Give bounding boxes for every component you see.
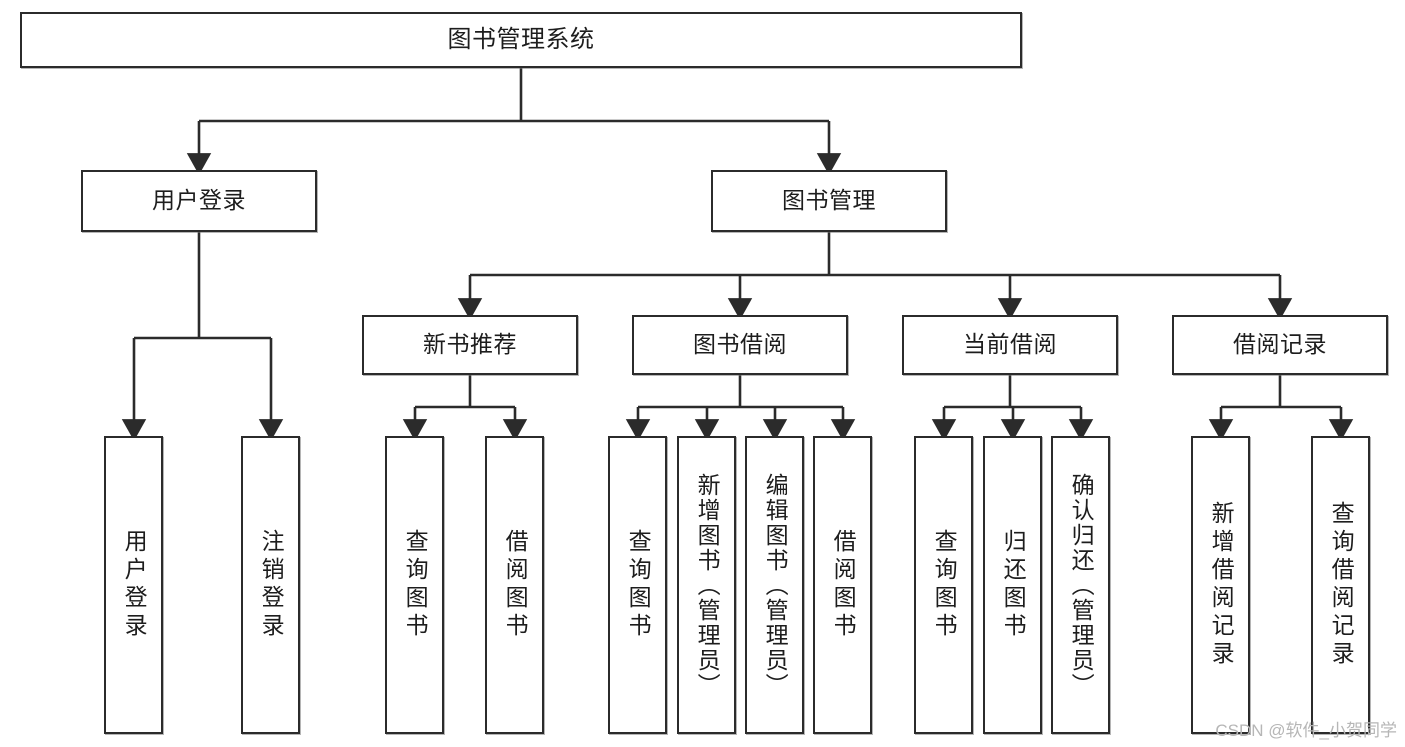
node-label: 查询图书 [931, 529, 958, 641]
node-leaf-rec-borrow-book[interactable]: 借阅图书 [485, 436, 544, 734]
node-label: 用户登录 [152, 187, 246, 214]
node-book-borrow[interactable]: 图书借阅 [632, 315, 848, 375]
node-leaf-user-login[interactable]: 用户登录 [104, 436, 163, 734]
node-root-system-title[interactable]: 图书管理系统 [20, 12, 1022, 68]
node-leaf-confirm-return-admin[interactable]: 确认归还（管理员） [1051, 436, 1110, 734]
node-leaf-query-borrow-record[interactable]: 查询借阅记录 [1311, 436, 1370, 734]
node-label: 用户登录 [121, 529, 148, 641]
node-user-login[interactable]: 用户登录 [81, 170, 317, 232]
node-leaf-user-logout[interactable]: 注销登录 [241, 436, 300, 734]
node-label: 查询借阅记录 [1328, 501, 1355, 669]
node-label: 编辑图书（管理员） [762, 472, 789, 698]
node-label: 新书推荐 [423, 331, 517, 358]
node-label: 新增借阅记录 [1208, 501, 1235, 669]
node-label: 归还图书 [1000, 529, 1027, 641]
node-leaf-return-book[interactable]: 归还图书 [983, 436, 1042, 734]
node-label: 借阅记录 [1233, 331, 1327, 358]
node-borrow-record[interactable]: 借阅记录 [1172, 315, 1388, 375]
node-leaf-edit-book-admin[interactable]: 编辑图书（管理员） [745, 436, 804, 734]
node-leaf-rec-query-book[interactable]: 查询图书 [385, 436, 444, 734]
csdn-watermark: CSDN @软件_小贺同学 [1215, 721, 1397, 740]
node-label: 注销登录 [258, 529, 285, 641]
node-label: 图书借阅 [693, 331, 787, 358]
node-label: 查询图书 [402, 529, 429, 641]
node-label: 图书管理 [782, 187, 876, 214]
node-label: 当前借阅 [963, 331, 1057, 358]
node-leaf-cur-query-book[interactable]: 查询图书 [914, 436, 973, 734]
node-leaf-borrow-query-book[interactable]: 查询图书 [608, 436, 667, 734]
node-book-manage[interactable]: 图书管理 [711, 170, 947, 232]
node-current-borrow[interactable]: 当前借阅 [902, 315, 1118, 375]
node-label: 图书管理系统 [447, 25, 595, 53]
node-new-book-rec[interactable]: 新书推荐 [362, 315, 578, 375]
node-label: 新增图书（管理员） [694, 472, 721, 698]
node-label: 借阅图书 [502, 529, 529, 641]
node-leaf-add-borrow-record[interactable]: 新增借阅记录 [1191, 436, 1250, 734]
node-leaf-borrow-book[interactable]: 借阅图书 [813, 436, 872, 734]
node-label: 确认归还（管理员） [1068, 472, 1095, 698]
node-label: 查询图书 [625, 529, 652, 641]
node-label: 借阅图书 [830, 529, 857, 641]
node-leaf-add-book-admin[interactable]: 新增图书（管理员） [677, 436, 736, 734]
